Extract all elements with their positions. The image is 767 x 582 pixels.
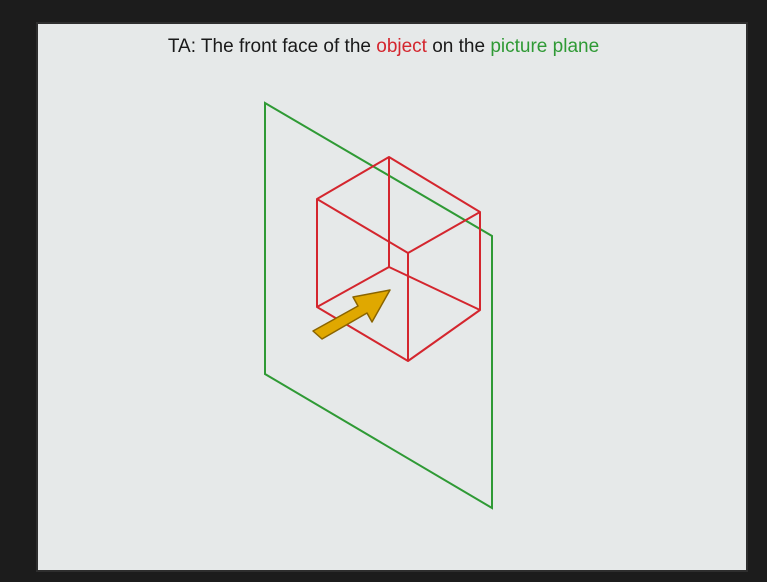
viewing-arrow <box>312 289 391 340</box>
cube-edge-back-left <box>316 266 390 308</box>
cube-edge-top-front <box>316 198 409 254</box>
cube-outline <box>316 156 481 362</box>
slide-frame <box>36 22 748 572</box>
title-prefix: TA: The front face of the <box>167 36 377 57</box>
cube-object <box>316 156 481 362</box>
title-plane-word: picture plane <box>490 36 600 57</box>
slide-title: TA: The front face of the object on the … <box>0 36 767 58</box>
cube-edge-back-right <box>388 266 481 311</box>
title-middle: on the <box>426 36 491 57</box>
cube-edge-right-front <box>407 211 481 254</box>
picture-plane <box>264 101 493 510</box>
title-object-word: object <box>376 36 427 57</box>
